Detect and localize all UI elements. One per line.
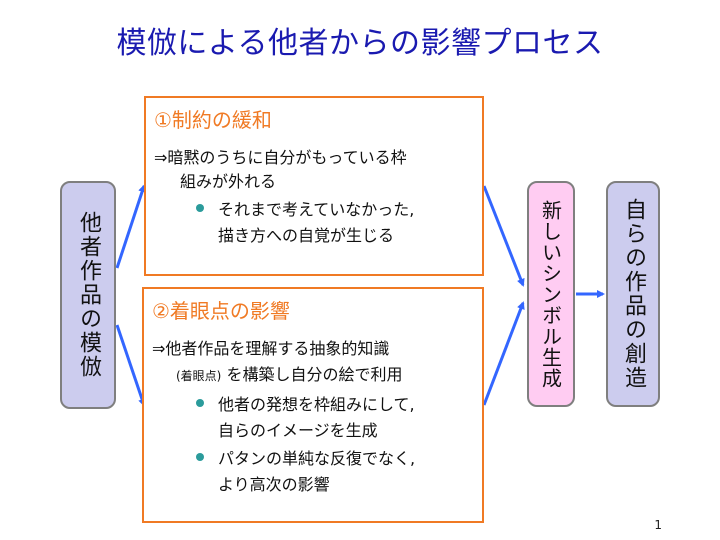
box2-bullet1-line2: 自らのイメージを生成 — [218, 421, 378, 440]
box2-line2: (着眼点) を構築し自分の絵で利用 — [176, 361, 402, 385]
imitation-box: 他者作品の模倣 — [60, 181, 116, 409]
box2-bullet1-line1: 他者の発想を枠組みにして, — [218, 395, 415, 414]
own-work-label: 自らの作品の創造 — [621, 198, 646, 390]
constraint-relaxation-box: ①制約の緩和 ⇒暗黙のうちに自分がもっている枠 組みが外れる それまで考えていな… — [144, 96, 484, 276]
box2-bullet2-line2: より高次の影響 — [218, 475, 330, 494]
bullet-dot — [196, 453, 204, 461]
page-number: 1 — [654, 518, 662, 532]
box1-heading: ①制約の緩和 — [154, 108, 272, 132]
bullet-dot — [196, 399, 204, 407]
focus-point-box: ②着眼点の影響 ⇒他者作品を理解する抽象的知識 (着眼点) を構築し自分の絵で利… — [142, 287, 484, 523]
box2-line2-small: (着眼点) — [176, 369, 222, 383]
box1-bullet1-line1: それまで考えていなかった, — [218, 200, 415, 219]
box2-heading: ②着眼点の影響 — [152, 299, 290, 323]
box1-line1: ⇒暗黙のうちに自分がもっている枠 — [154, 148, 407, 167]
own-work-box: 自らの作品の創造 — [606, 181, 660, 407]
box1-bullet1-line2: 描き方への自覚が生じる — [218, 226, 395, 245]
new-symbol-box: 新しいシンボル生成 — [527, 181, 575, 407]
box2-line1: ⇒他者作品を理解する抽象的知識 — [152, 339, 390, 358]
imitation-label: 他者作品の模倣 — [76, 211, 101, 379]
arrow-box2-to-middle — [482, 301, 525, 406]
box2-line2-rest: を構築し自分の絵で利用 — [221, 365, 403, 384]
bullet-dot — [196, 204, 204, 212]
arrow-left-to-box1 — [115, 184, 146, 269]
new-symbol-label: 新しいシンボル生成 — [538, 199, 563, 389]
arrow-box1-to-middle — [482, 185, 525, 287]
box2-bullet2-line1: パタンの単純な反復でなく, — [218, 449, 416, 468]
page-title: 模倣による他者からの影響プロセス — [116, 26, 604, 61]
box1-line2: 組みが外れる — [180, 172, 277, 191]
arrow-left-to-box2 — [115, 324, 146, 407]
